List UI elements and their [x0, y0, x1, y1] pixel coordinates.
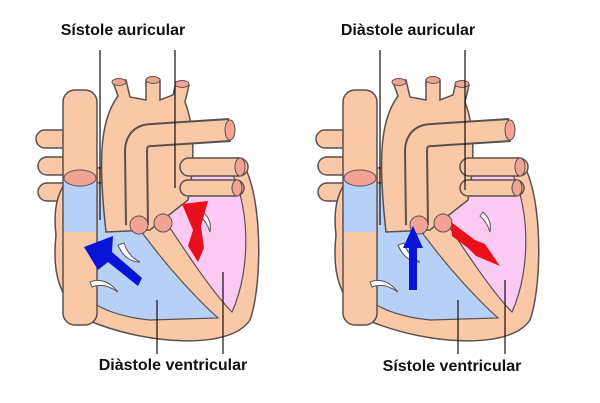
red-arrow-icon	[451, 222, 500, 266]
leader-lines	[379, 50, 506, 354]
heart-left-atrial-systole	[36, 50, 259, 354]
blue-arrow-icon	[84, 236, 142, 286]
red-arrow-icon	[182, 201, 208, 262]
leader-lines	[99, 50, 224, 354]
label-ventricular-diastole: Diàstole ventricular	[98, 357, 248, 374]
label-atrial-diastole: Diàstole auricular	[340, 22, 476, 39]
label-ventricular-systole: Sístole ventricular	[382, 358, 522, 375]
label-atrial-systole: Sístole auricular	[60, 22, 186, 39]
heart-right-ventricular-systole	[316, 50, 539, 354]
blue-arrow-icon	[403, 226, 423, 290]
